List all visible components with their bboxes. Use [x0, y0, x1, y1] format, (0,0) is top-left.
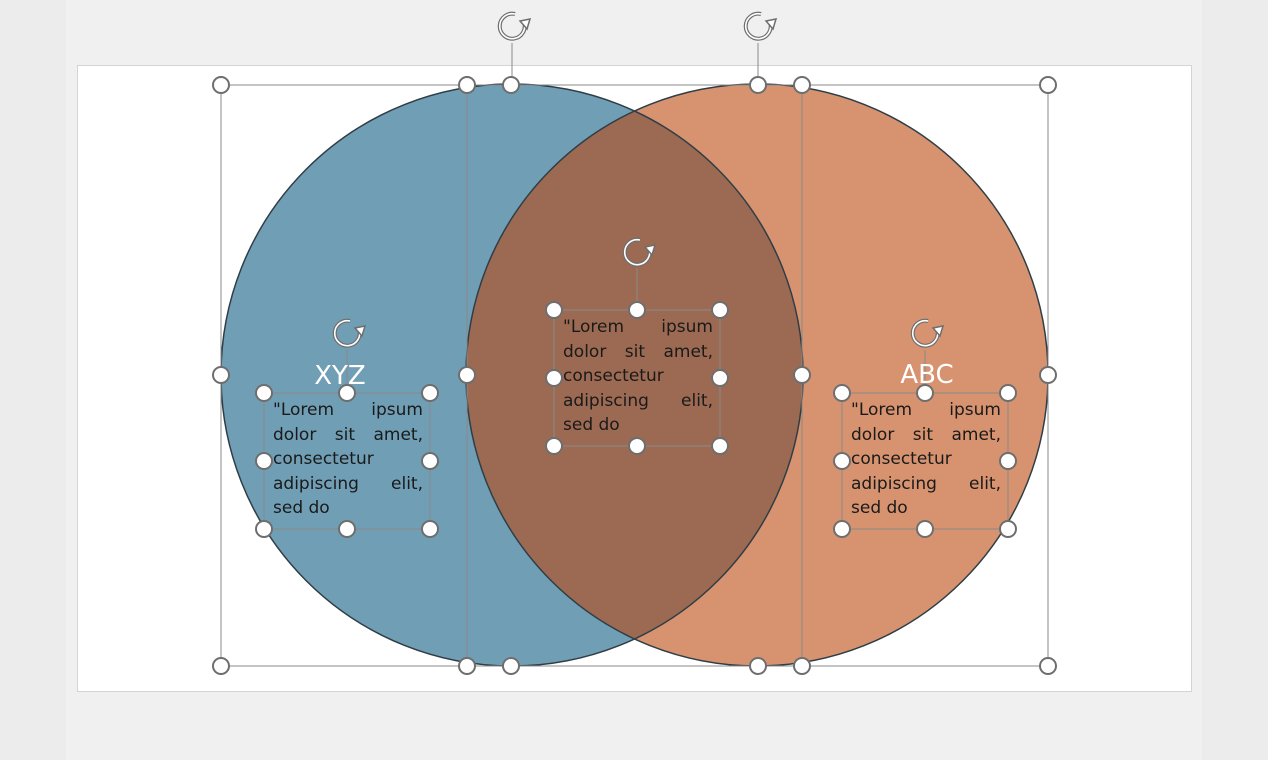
resize-handle[interactable]	[421, 452, 439, 470]
resize-handle[interactable]	[833, 452, 851, 470]
text-line: consectetur	[563, 366, 664, 386]
text-line: "Lorem ipsum	[273, 400, 423, 420]
resize-handle[interactable]	[793, 76, 811, 94]
resize-handle[interactable]	[749, 76, 767, 94]
left-circle-label[interactable]: XYZ	[314, 361, 366, 391]
resize-handle[interactable]	[212, 76, 230, 94]
resize-handle[interactable]	[711, 437, 729, 455]
resize-handle[interactable]	[421, 520, 439, 538]
right-circle-label[interactable]: ABC	[900, 360, 954, 390]
resize-handle[interactable]	[1039, 366, 1057, 384]
resize-handle[interactable]	[212, 366, 230, 384]
resize-handle[interactable]	[502, 657, 520, 675]
resize-handle[interactable]	[916, 384, 934, 402]
rotate-handle-icon[interactable]	[622, 237, 657, 267]
resize-handle[interactable]	[711, 369, 729, 387]
resize-handle[interactable]	[255, 384, 273, 402]
resize-handle[interactable]	[999, 384, 1017, 402]
center-textbox[interactable]: "Lorem ipsum dolor sit amet, consectetur…	[563, 315, 713, 438]
resize-handle[interactable]	[502, 76, 520, 94]
resize-handle[interactable]	[545, 437, 563, 455]
resize-handle[interactable]	[1039, 657, 1057, 675]
resize-handle[interactable]	[255, 452, 273, 470]
rotate-handle-icon[interactable]	[497, 11, 532, 41]
resize-handle[interactable]	[338, 520, 356, 538]
text-line: "Lorem ipsum	[563, 317, 713, 337]
text-line: sed do	[851, 498, 908, 518]
text-line: adipiscing elit,	[563, 390, 713, 411]
resize-handle[interactable]	[545, 301, 563, 319]
rotate-handle-icon[interactable]	[910, 318, 945, 348]
text-line: dolor sit amet,	[563, 341, 713, 362]
resize-handle[interactable]	[749, 657, 767, 675]
rotate-handle-icon[interactable]	[332, 318, 367, 348]
resize-handle[interactable]	[421, 384, 439, 402]
overlap-region	[466, 84, 803, 666]
resize-handle[interactable]	[1039, 76, 1057, 94]
resize-handle[interactable]	[255, 520, 273, 538]
resize-handle[interactable]	[458, 366, 476, 384]
resize-handle[interactable]	[338, 384, 356, 402]
resize-handle[interactable]	[833, 384, 851, 402]
text-line: dolor sit amet,	[851, 424, 1001, 445]
resize-handle[interactable]	[458, 657, 476, 675]
resize-handle[interactable]	[628, 301, 646, 319]
resize-handle[interactable]	[999, 520, 1017, 538]
left-textbox[interactable]: "Lorem ipsum dolor sit amet, consectetur…	[273, 398, 423, 521]
resize-handle[interactable]	[545, 369, 563, 387]
text-line: dolor sit amet,	[273, 424, 423, 445]
text-line: adipiscing elit,	[273, 473, 423, 494]
resize-handle[interactable]	[628, 437, 646, 455]
resize-handle[interactable]	[916, 520, 934, 538]
text-line: adipiscing elit,	[851, 473, 1001, 494]
resize-handle[interactable]	[711, 301, 729, 319]
resize-handle[interactable]	[833, 520, 851, 538]
resize-handle[interactable]	[458, 76, 476, 94]
text-line: "Lorem ipsum	[851, 400, 1001, 420]
resize-handle[interactable]	[793, 366, 811, 384]
text-line: consectetur	[851, 449, 952, 469]
resize-handle[interactable]	[212, 657, 230, 675]
text-line: sed do	[563, 415, 620, 435]
resize-handle[interactable]	[999, 452, 1017, 470]
right-textbox[interactable]: "Lorem ipsum dolor sit amet, consectetur…	[851, 398, 1001, 521]
rotate-handle-icon[interactable]	[743, 11, 778, 41]
text-line: sed do	[273, 498, 330, 518]
resize-handle[interactable]	[793, 657, 811, 675]
text-line: consectetur	[273, 449, 374, 469]
